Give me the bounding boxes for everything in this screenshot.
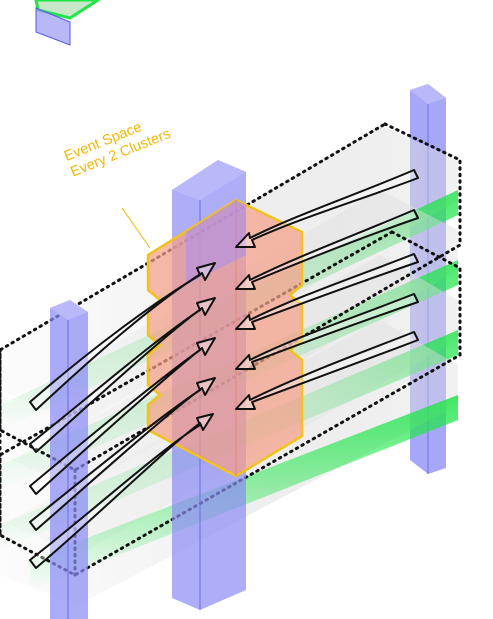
- core-column-left: [50, 300, 88, 619]
- circulation-arrows-right: [235, 169, 419, 410]
- circulation-arrows-left: [29, 262, 216, 569]
- upper-cluster-fragment: [34, 0, 101, 46]
- annotation-leader-line: [121, 207, 151, 249]
- event-space-volume: [146, 198, 304, 478]
